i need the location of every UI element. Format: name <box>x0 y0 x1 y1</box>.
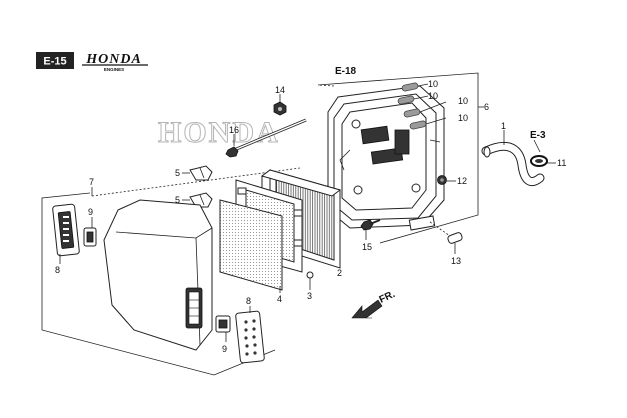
ref-front: FR. <box>378 289 397 306</box>
callout-3: 3 <box>307 291 312 301</box>
leader-10b <box>413 95 429 100</box>
clip-5-upper <box>189 165 213 181</box>
callout-12: 12 <box>457 176 467 186</box>
pin-13 <box>447 232 463 244</box>
cover-group-bracket <box>41 192 276 376</box>
stud-group-10 <box>397 82 427 130</box>
air-cleaner-case <box>327 85 445 231</box>
callout-1: 1 <box>501 121 506 131</box>
cover-group-dash <box>91 167 301 197</box>
bolt-15 <box>360 219 381 231</box>
callout-6: 6 <box>484 102 489 112</box>
hinge-9-right <box>215 315 231 333</box>
clip-11 <box>530 155 548 167</box>
hinge-9-left <box>83 227 97 247</box>
callout-15: 15 <box>362 242 372 252</box>
ref-e3: E-3 <box>530 130 546 141</box>
callout-2: 2 <box>337 268 342 278</box>
latch-8-right <box>235 310 265 364</box>
callout-13: 13 <box>451 256 461 266</box>
callout-16: 16 <box>229 125 239 135</box>
section-code: E-15 <box>43 56 66 68</box>
section-header: E-15 HONDA ENGINES <box>36 52 148 72</box>
dash-e18 <box>317 84 335 87</box>
callout-10d: 10 <box>458 113 468 123</box>
callout-10a: 10 <box>428 79 438 89</box>
callout-4: 4 <box>277 294 282 304</box>
brand-sub: ENGINES <box>104 67 124 72</box>
breather-tube <box>481 141 545 186</box>
callout-10b: 10 <box>428 91 438 101</box>
stud-bolt-16 <box>225 118 307 158</box>
ref-e18: E-18 <box>335 66 357 77</box>
callout-9-right: 9 <box>222 344 227 354</box>
callout-7: 7 <box>89 177 94 187</box>
leader-e3 <box>533 139 541 153</box>
callout-5-lower: 5 <box>175 195 180 205</box>
callout-5-upper: 5 <box>175 168 180 178</box>
watermark: HONDA <box>158 116 280 149</box>
callout-14: 14 <box>275 85 285 95</box>
callout-9-left: 9 <box>88 207 93 217</box>
air-cleaner-cover <box>103 199 213 351</box>
callout-11: 11 <box>557 158 566 168</box>
brand-logo: HONDA <box>85 52 142 67</box>
latch-8-left <box>52 203 80 257</box>
pre-filter-4 <box>219 199 283 291</box>
callout-8-left: 8 <box>55 265 60 275</box>
callout-10c: 10 <box>458 96 468 106</box>
leader-10c <box>419 101 447 113</box>
section-code-badge <box>36 52 74 69</box>
pin-13-dash <box>429 221 451 237</box>
leader-10a <box>417 83 429 87</box>
front-arrow <box>351 299 383 319</box>
grommet-12 <box>437 175 447 185</box>
callout-8-right: 8 <box>246 296 251 306</box>
assembly-6-bracket <box>317 72 479 244</box>
nut-14 <box>273 101 287 116</box>
leader-10d <box>425 117 447 125</box>
